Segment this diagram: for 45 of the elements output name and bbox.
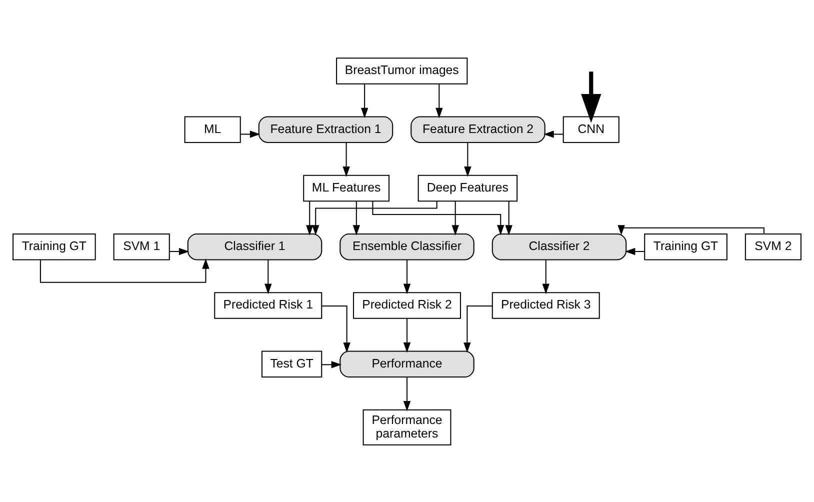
- node-box: Classifier 2: [492, 233, 627, 260]
- node-box: ML Features: [303, 174, 390, 202]
- arrow: [403, 376, 411, 411]
- arrow: [505, 200, 512, 235]
- arrow: [403, 318, 411, 352]
- arrow: [544, 130, 564, 138]
- node-box: Performance parameters: [362, 408, 452, 445]
- node-box: SVM 2: [744, 233, 802, 260]
- arrow: [624, 247, 644, 255]
- node-box: Training GT: [644, 233, 728, 260]
- arrow: [306, 200, 314, 235]
- node-box: Predicted Risk 2: [353, 292, 461, 318]
- arrow: [322, 360, 342, 368]
- arrow: [360, 83, 368, 118]
- node-box: Predicted Risk 1: [214, 292, 322, 318]
- arrow: [264, 259, 272, 294]
- node-box: Classifier 1: [187, 233, 322, 260]
- arrow: [342, 142, 350, 176]
- arrow: [170, 247, 190, 255]
- node-box: ML: [184, 116, 241, 142]
- node-box: Test GT: [261, 350, 322, 377]
- arrow: [352, 200, 360, 235]
- arrow: [464, 305, 492, 352]
- arrow: [436, 83, 443, 118]
- arrow: [618, 224, 764, 235]
- node-box: BreastTumor images: [336, 57, 468, 84]
- arrow: [240, 130, 260, 138]
- node-box: Ensemble Classifier: [340, 233, 474, 260]
- arrow: [372, 200, 504, 235]
- node-box: Deep Features: [418, 174, 518, 202]
- arrow: [464, 142, 472, 176]
- arrow: [542, 259, 550, 294]
- arrow: [452, 200, 459, 235]
- node-box: Predicted Risk 3: [492, 292, 600, 318]
- node-box: Training GT: [12, 233, 96, 260]
- node-box: Feature Extraction 1: [258, 116, 394, 142]
- arrow: [581, 71, 602, 122]
- node-box: SVM 1: [113, 233, 170, 260]
- arrow: [40, 258, 210, 282]
- arrow: [312, 201, 438, 235]
- arrow: [322, 305, 350, 352]
- arrow: [403, 259, 411, 294]
- node-box: Performance: [340, 350, 474, 377]
- node-box: CNN: [562, 116, 620, 142]
- node-box: Feature Extraction 2: [410, 116, 546, 142]
